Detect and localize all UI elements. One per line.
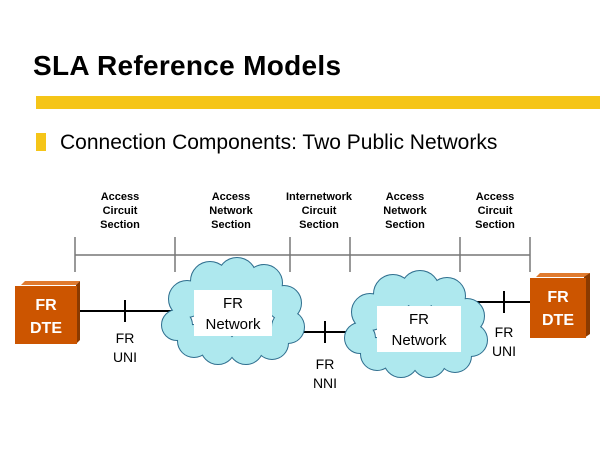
title-underline-bar: [36, 96, 600, 109]
section-label-5-line-2: Circuit: [478, 205, 513, 217]
dte-left-label-line-2: DTE: [30, 320, 62, 337]
section-label-4-line-1: Access: [386, 191, 425, 203]
section-label-4-line-3: Section: [385, 219, 425, 231]
interface-ticks: [124, 291, 505, 343]
section-labels: Access Circuit Section Access Network Se…: [100, 191, 515, 231]
slide-title: SLA Reference Models: [33, 50, 342, 81]
section-label-1-line-2: Circuit: [103, 205, 138, 217]
dte-right-label-line-2: DTE: [542, 312, 574, 329]
cloud-left-label-line-1: FR: [223, 295, 243, 312]
section-label-5-line-3: Section: [475, 219, 515, 231]
cloud-right-label-box: [377, 306, 461, 352]
bullet-text: Connection Components: Two Public Networ…: [60, 131, 498, 154]
section-label-2-line-2: Network: [209, 205, 253, 217]
cloud-right-label-line-1: FR: [409, 311, 429, 328]
dte-left-label-line-1: FR: [35, 297, 57, 314]
dte-right-device-icon: [530, 273, 590, 338]
section-label-3-line-1: Internetwork: [286, 191, 353, 203]
bullet-marker: [36, 133, 46, 151]
section-label-5-line-1: Access: [476, 191, 515, 203]
section-label-3-line-3: Section: [299, 219, 339, 231]
section-ruler: [74, 237, 531, 272]
section-label-1-line-3: Section: [100, 219, 140, 231]
cloud-right-label-line-2: Network: [391, 332, 447, 349]
section-label-1-line-1: Access: [101, 191, 140, 203]
nni-label-line-2: NNI: [313, 375, 337, 391]
cloud-left-label-box: [194, 290, 272, 336]
uni-right-label-line-1: FR: [495, 324, 514, 340]
section-label-2-line-3: Section: [211, 219, 251, 231]
dte-right-label-line-1: FR: [547, 289, 569, 306]
cloud-left-label-line-2: Network: [205, 316, 261, 333]
section-label-4-line-2: Network: [383, 205, 427, 217]
uni-right-label-line-2: UNI: [492, 343, 516, 359]
section-label-2-line-1: Access: [212, 191, 251, 203]
section-label-3-line-2: Circuit: [302, 205, 337, 217]
uni-left-label-line-2: UNI: [113, 349, 137, 365]
uni-left-label-line-1: FR: [116, 330, 135, 346]
dte-left-device-icon: [15, 281, 80, 344]
nni-label-line-1: FR: [316, 356, 335, 372]
